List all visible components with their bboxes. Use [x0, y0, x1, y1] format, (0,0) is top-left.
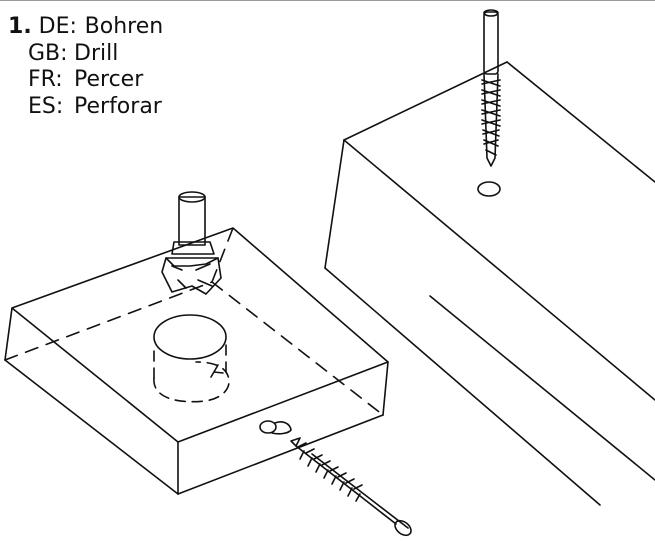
instruction-text-gb: Drill: [74, 40, 119, 66]
language-code-es: ES:: [28, 93, 64, 119]
language-code-gb: GB:: [28, 40, 68, 66]
rotation-arrow: [210, 364, 224, 378]
instruction-text-es: Perforar: [74, 93, 162, 119]
side-pilot-hole: [259, 420, 292, 435]
beam-pilot-hole: [477, 181, 501, 197]
step-instructions: 1. DE:Bohren GB:Drill FR:Percer ES:Perfo…: [8, 14, 163, 120]
horizontal-screw: [290, 437, 412, 537]
instruction-line-es: ES: Perforar: [8, 94, 163, 121]
top-border: [0, 0, 655, 1]
block-panel: [4, 227, 389, 495]
instruction-line-fr: FR: Percer: [8, 67, 163, 94]
instruction-line-de: 1. DE:Bohren: [8, 14, 164, 39]
vertical-screw: [481, 9, 501, 167]
bore-hole-bottom: [153, 341, 230, 403]
forstner-drill-bit: [161, 191, 222, 295]
beam-panel: [324, 61, 655, 506]
instruction-text-fr: Percer: [74, 67, 144, 92]
language-code-fr: FR:: [28, 67, 63, 92]
instruction-line-gb: GB:Drill: [8, 41, 163, 68]
bore-hole-top: [153, 314, 227, 360]
language-code-de: DE:: [38, 14, 77, 39]
instruction-text-de: Bohren: [84, 14, 164, 39]
hidden-edges: [4, 227, 384, 416]
step-number: 1: [8, 14, 24, 39]
